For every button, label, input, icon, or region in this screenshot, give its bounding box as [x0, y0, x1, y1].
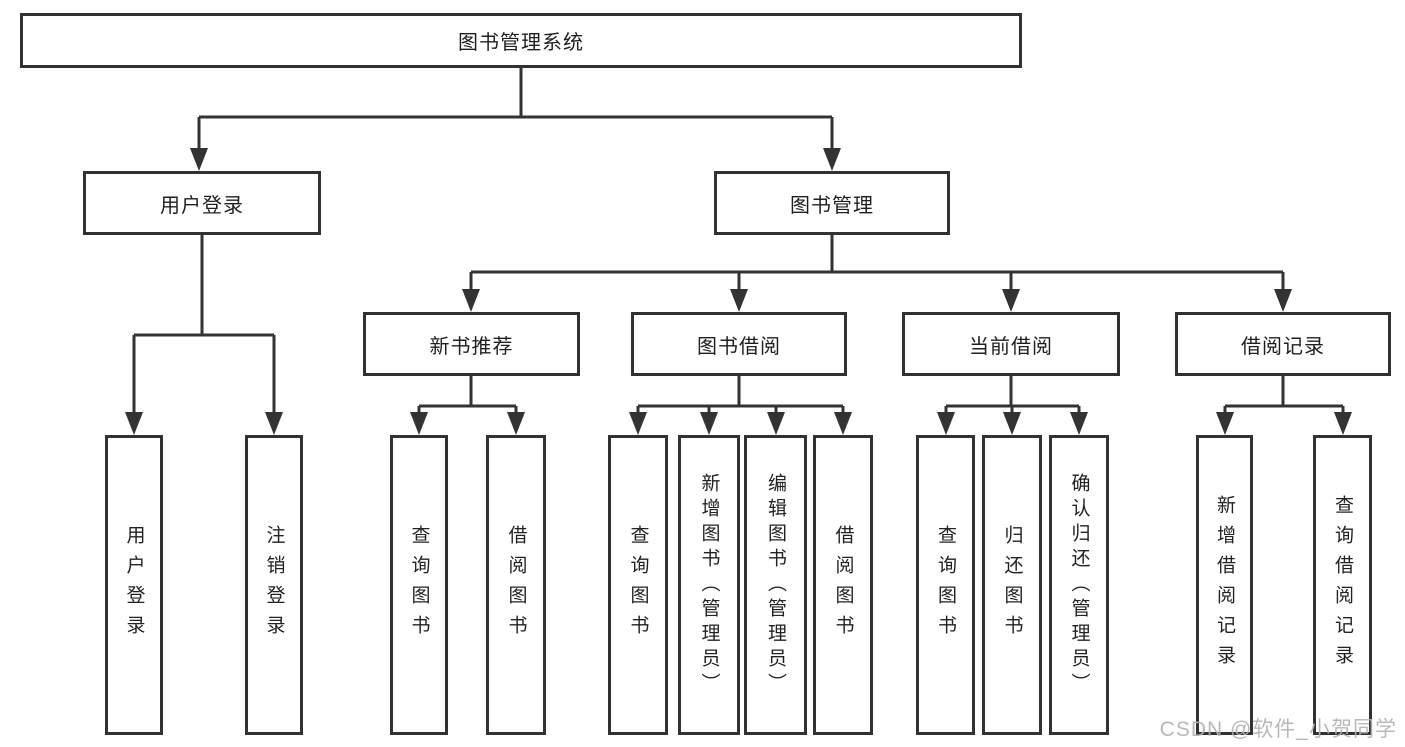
node-book-management: 图书管理	[714, 171, 950, 235]
leaf-query-books-current-label: 查询图书	[935, 525, 956, 645]
node-root: 图书管理系统	[20, 13, 1022, 68]
watermark-text: CSDN @软件_小贺同学	[1159, 718, 1397, 741]
leaf-borrow-books-recommend: 借阅图书	[486, 435, 546, 735]
leaf-query-books-recommend: 查询图书	[390, 435, 448, 735]
node-user-login-label: 用户登录	[160, 194, 244, 217]
leaf-query-books-recommend-label: 查询图书	[408, 525, 430, 645]
node-user-login: 用户登录	[83, 171, 321, 235]
leaf-edit-book-admin: 编辑图书（管理员）	[744, 435, 807, 735]
node-book-borrow: 图书借阅	[631, 312, 847, 376]
leaf-query-borrow-record: 查询借阅记录	[1313, 435, 1372, 735]
node-book-management-label: 图书管理	[790, 194, 874, 217]
node-borrow-records-label: 借阅记录	[1241, 335, 1325, 358]
leaf-query-borrow-record-label: 查询借阅记录	[1332, 495, 1353, 675]
leaf-add-borrow-record-label: 新增借阅记录	[1214, 495, 1235, 675]
node-current-borrow-label: 当前借阅	[969, 335, 1053, 358]
node-root-label: 图书管理系统	[458, 32, 584, 54]
leaf-query-books-borrow-label: 查询图书	[627, 525, 649, 645]
leaf-user-login: 用户登录	[105, 435, 163, 735]
leaf-borrow-books: 借阅图书	[813, 435, 873, 735]
node-book-borrow-label: 图书借阅	[697, 335, 781, 358]
leaf-add-borrow-record: 新增借阅记录	[1196, 435, 1253, 735]
leaf-user-login-label: 用户登录	[123, 525, 145, 645]
leaf-confirm-return-admin: 确认归还（管理员）	[1049, 435, 1109, 735]
leaf-query-books-borrow: 查询图书	[608, 435, 668, 735]
leaf-return-books-label: 归还图书	[1001, 525, 1023, 645]
leaf-borrow-books-label: 借阅图书	[832, 525, 854, 645]
arrowheads	[125, 148, 1352, 435]
leaf-return-books: 归还图书	[982, 435, 1042, 735]
node-current-borrow: 当前借阅	[902, 312, 1120, 376]
leaf-add-book-admin-label: 新增图书（管理员）	[698, 472, 720, 698]
node-new-book-recommend-label: 新书推荐	[429, 335, 514, 358]
leaf-logout-label: 注销登录	[263, 525, 285, 645]
leaf-query-books-current: 查询图书	[916, 435, 975, 735]
leaf-add-book-admin: 新增图书（管理员）	[678, 435, 740, 735]
leaf-edit-book-admin-label: 编辑图书（管理员）	[765, 472, 786, 698]
node-new-book-recommend: 新书推荐	[363, 312, 580, 376]
leaf-logout: 注销登录	[245, 435, 303, 735]
leaf-borrow-books-recommend-label: 借阅图书	[505, 525, 527, 645]
node-borrow-records: 借阅记录	[1175, 312, 1391, 376]
leaf-confirm-return-admin-label: 确认归还（管理员）	[1068, 472, 1090, 698]
